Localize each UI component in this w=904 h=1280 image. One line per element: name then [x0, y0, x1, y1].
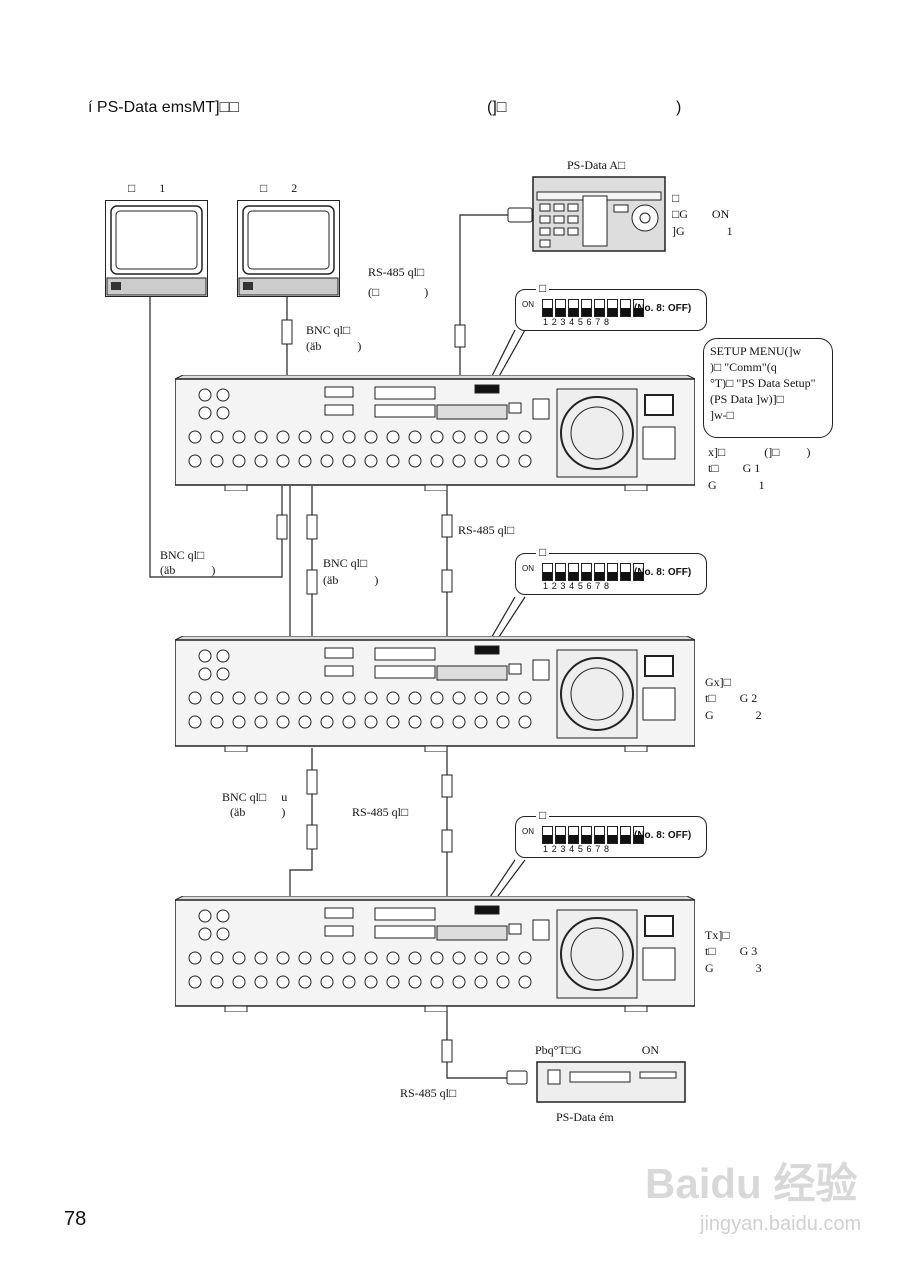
watermark-logo: Baidu 经验 — [645, 1160, 858, 1207]
dip-label: □ — [536, 545, 550, 560]
cable-label: (□ ) — [368, 285, 429, 299]
dip-note: (No. 8: OFF) — [634, 830, 692, 841]
recorder-2-note: Gx]□ — [705, 675, 731, 689]
cable-label: RS-485 ql□ — [368, 265, 425, 279]
recorder-2-note: G 2 — [705, 708, 762, 722]
dip-switch-3: □ ON 12345678 (No. 8: OFF) — [515, 808, 707, 858]
monitor-1 — [105, 200, 208, 297]
recorder-3 — [175, 896, 695, 1012]
setup-line: )□ "Comm"(q — [710, 360, 777, 374]
recorder-3-note: Tx]□ — [705, 928, 730, 942]
setup-menu-callout: SETUP MENU(]w )□ "Comm"(q °T)□ "PS Data … — [703, 338, 833, 438]
controller-note: □ — [672, 191, 680, 205]
dip-switch-2: □ ON 12345678 (No. 8: OFF) — [515, 545, 707, 595]
title-paren-close: ) — [676, 99, 682, 116]
recorder-2 — [175, 636, 695, 752]
cable-label: (äb ) — [230, 805, 286, 819]
dip-numbers: 12345678 — [543, 844, 613, 854]
cable-label: RS-485 ql□ — [352, 805, 409, 819]
monitor-1-label: □ 1 — [128, 181, 166, 195]
dip-note: (No. 8: OFF) — [634, 567, 692, 578]
recorder-1-note: x]□ (]□ ) — [708, 445, 811, 459]
dip-label: □ — [536, 281, 550, 296]
setup-line: (PS Data ]w)]□ — [710, 392, 784, 406]
cable-label: BNC ql□ — [160, 548, 205, 562]
recorder-1 — [175, 375, 695, 491]
ps-data-controller — [532, 176, 666, 252]
dip-switches — [542, 563, 644, 581]
monitor-2-label: □ 2 — [260, 181, 298, 195]
cable-label: RS-485 ql□ — [458, 523, 515, 537]
dip-on-label: ON — [522, 300, 534, 309]
controller-label: PS-Data A□ — [567, 158, 626, 172]
recorder-2-note: t□ G 2 — [705, 691, 758, 705]
dip-on-label: ON — [522, 827, 534, 836]
watermark-url: jingyan.baidu.com — [700, 1213, 862, 1235]
cable-label: BNC ql□ u — [222, 790, 288, 804]
cable-lines — [149, 214, 526, 1079]
cable-label: (äb ) — [323, 573, 379, 587]
dip-numbers: 12345678 — [543, 581, 613, 591]
setup-line: ]w-□ — [710, 408, 734, 422]
setup-line: °T)□ "PS Data Setup" — [710, 376, 816, 390]
terminal-label: PS-Data ém — [556, 1110, 614, 1124]
dip-switches — [542, 299, 644, 317]
dip-switch-1: □ ON 12345678 (No. 8: OFF) — [515, 281, 707, 331]
cable-label: BNC ql□ — [323, 556, 368, 570]
title-paren-open: (]□ — [487, 99, 507, 116]
dip-numbers: 12345678 — [543, 317, 613, 327]
cable-label: (äb ) — [306, 339, 362, 353]
setup-line: SETUP MENU(]w — [710, 344, 802, 358]
recorder-3-note: G 3 — [705, 961, 762, 975]
cable-label: (äb ) — [160, 563, 216, 577]
recorder-3-note: t□ G 3 — [705, 944, 758, 958]
page-number: 78 — [64, 1208, 87, 1230]
cable-connectors — [276, 207, 533, 1085]
recorder-1-note: G 1 — [708, 478, 765, 492]
ps-data-terminal — [536, 1061, 686, 1103]
monitor-2 — [237, 200, 340, 297]
dip-switches — [542, 826, 644, 844]
dip-label: □ — [536, 808, 550, 823]
cable-label: RS-485 ql□ — [400, 1086, 457, 1100]
controller-note: □G ON — [672, 207, 730, 221]
controller-note: ]G 1 — [672, 224, 733, 238]
dip-on-label: ON — [522, 564, 534, 573]
cable-label: BNC ql□ — [306, 323, 351, 337]
dip-note: (No. 8: OFF) — [634, 303, 692, 314]
terminal-note: Pbq°T□G ON — [535, 1043, 660, 1057]
recorder-1-note: t□ G 1 — [708, 461, 761, 475]
section-title: í PS-Data emsMT]□□ — [88, 99, 239, 116]
